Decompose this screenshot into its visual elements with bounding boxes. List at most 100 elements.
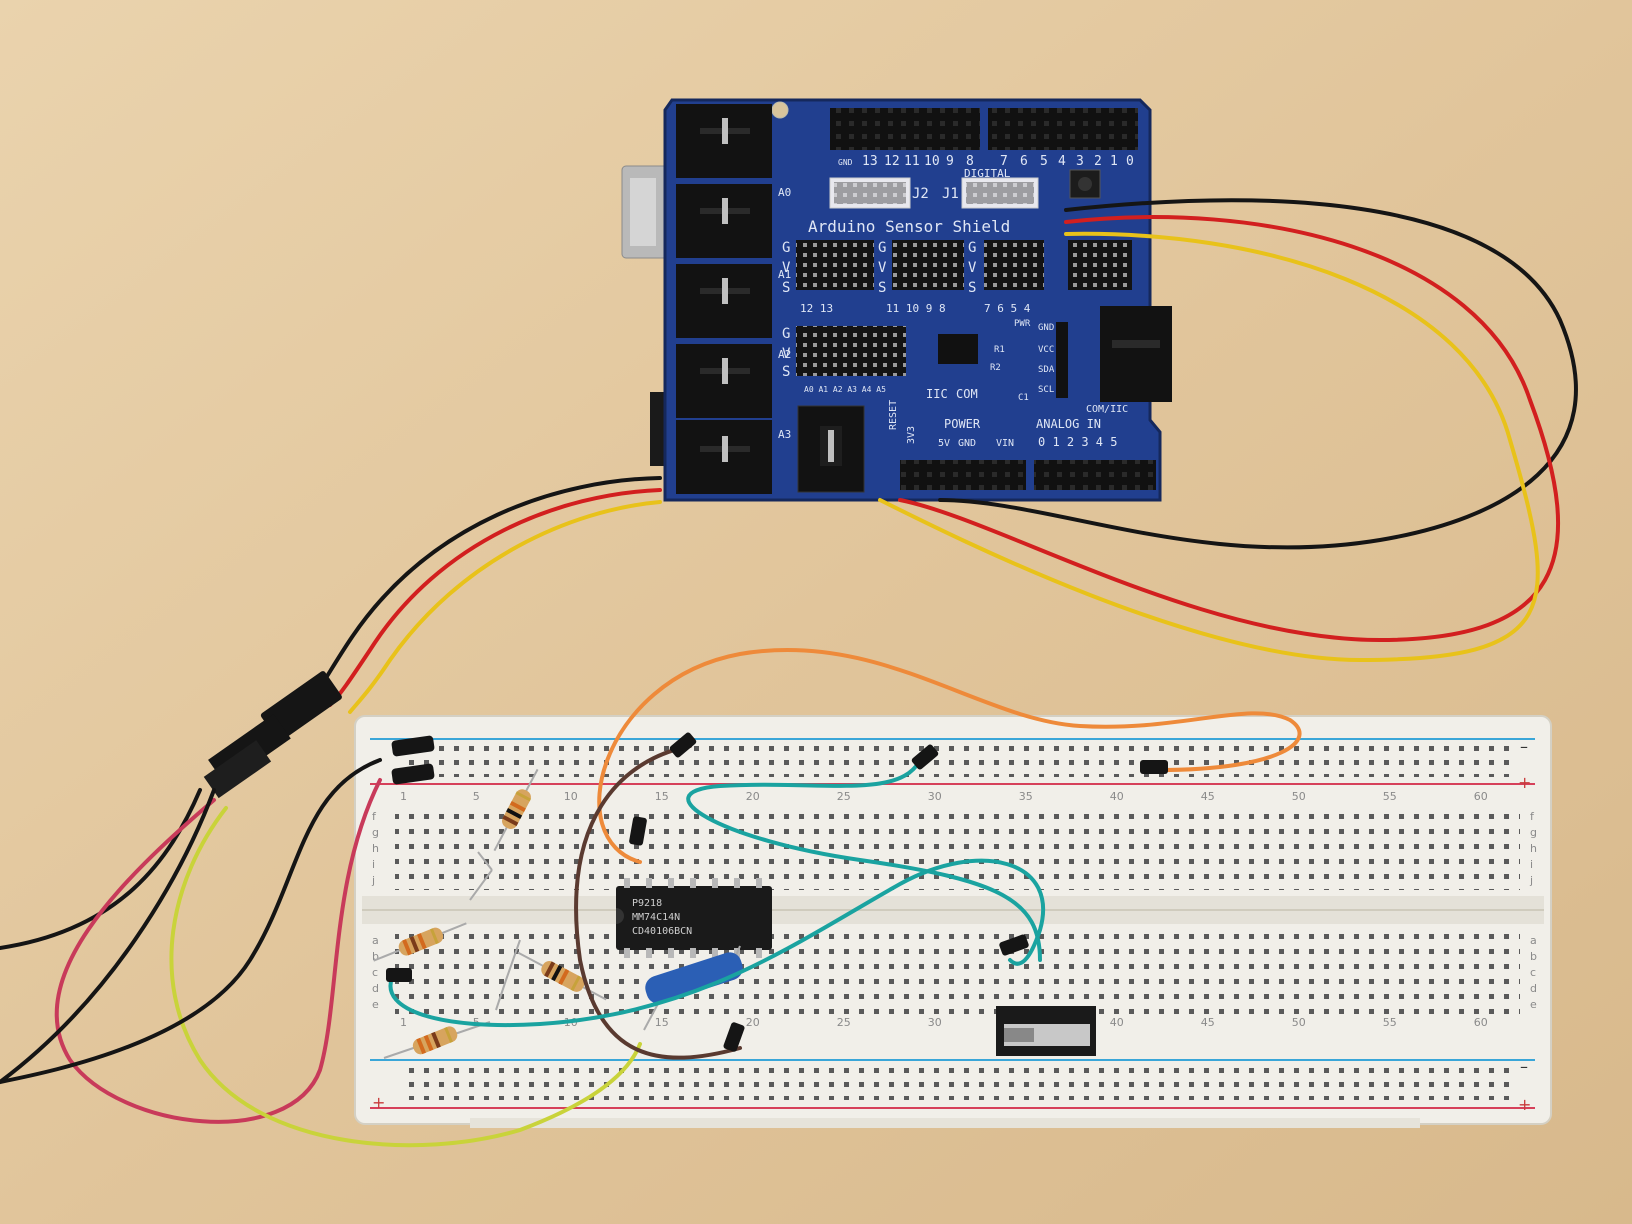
label-d11: 11 — [904, 154, 920, 169]
row-letter: a — [1530, 934, 1537, 947]
label-d0: 0 — [1126, 154, 1134, 169]
label-d1: 1 — [1110, 154, 1118, 169]
label-a0: A0 — [778, 186, 791, 199]
label-row-low: 12 13 — [800, 302, 833, 315]
rail-plus-bottom: + — [372, 1093, 385, 1112]
svg-text:G: G — [782, 240, 790, 256]
column-number: 15 — [655, 1016, 669, 1029]
label-vin: VIN — [996, 438, 1014, 449]
label-c1: C1 — [1018, 393, 1029, 403]
row-letter: e — [372, 998, 379, 1011]
row-letter: f — [1530, 810, 1535, 823]
label-com-iic: COM/IIC — [1086, 404, 1128, 415]
label-gnd-power: GND — [958, 438, 976, 449]
svg-text:V: V — [878, 260, 887, 276]
digital-header-left — [830, 108, 980, 150]
chip-line3: CD40106BCN — [632, 926, 692, 937]
label-5v: 5V — [938, 438, 950, 449]
com-iic-connector — [1100, 306, 1172, 402]
row-letter: c — [372, 966, 378, 979]
resistors — [373, 768, 607, 1059]
row-letter: c — [1530, 966, 1536, 979]
svg-text:S: S — [878, 280, 886, 296]
label-d9: 9 — [946, 154, 954, 169]
row-letter: g — [1530, 826, 1537, 839]
label-d8: 8 — [966, 154, 974, 169]
label-pwr: PWR — [1014, 319, 1031, 329]
svg-text:V: V — [782, 260, 791, 276]
label-power: POWER — [944, 417, 981, 431]
row-letter: f — [372, 810, 377, 823]
column-number: 30 — [928, 790, 942, 803]
row-letter: d — [372, 982, 379, 995]
label-a3: A3 — [778, 428, 791, 441]
row-letter: e — [1530, 998, 1537, 1011]
wire-brown — [574, 744, 742, 1060]
column-number: 55 — [1383, 790, 1397, 803]
row-letter: i — [1530, 858, 1533, 871]
shield-title: Arduino Sensor Shield — [808, 217, 1010, 236]
wire-yellow-left — [348, 500, 662, 714]
rail-minus-top: – — [1520, 737, 1528, 756]
row-letter: a — [372, 934, 379, 947]
svg-text:S: S — [968, 280, 976, 296]
label-digital: DIGITAL — [964, 167, 1011, 180]
column-number: 1 — [400, 790, 407, 803]
row-letter: j — [1529, 874, 1533, 887]
label-iic: IIC — [926, 387, 948, 401]
column-number: 45 — [1201, 1016, 1215, 1029]
label-3v3: 3V3 — [906, 426, 917, 444]
label-row-high: 7 6 5 4 — [984, 302, 1031, 315]
label-gnd: GND — [838, 158, 853, 167]
row-letter: g — [372, 826, 379, 839]
label-sda: SDA — [1038, 365, 1055, 375]
label-d2: 2 — [1094, 154, 1102, 169]
slide-switch — [996, 1006, 1096, 1056]
label-scl: SCL — [1038, 385, 1054, 395]
column-number: 50 — [1292, 790, 1306, 803]
column-number: 20 — [746, 790, 760, 803]
row-letter: b — [372, 950, 379, 963]
analog-header — [1034, 460, 1156, 490]
wires — [0, 198, 1578, 1148]
wire-black-top — [938, 198, 1578, 550]
label-vcc: VCC — [1038, 345, 1054, 355]
label-d10: 10 — [924, 154, 940, 169]
wire-red-left — [328, 488, 662, 707]
column-number: 25 — [837, 1016, 851, 1029]
svg-text:V: V — [782, 346, 791, 362]
wire-black-to-board — [0, 758, 382, 1084]
label-d12: 12 — [884, 154, 900, 169]
chip-line2: MM74C14N — [632, 912, 680, 923]
column-number: 60 — [1474, 1016, 1488, 1029]
label-row-mid: 11 10 9 8 — [886, 302, 946, 315]
gvs-blocks: G V S G V S G V S G V S 12 13 11 10 9 8 … — [782, 240, 1132, 380]
label-analog-nums: 0 1 2 3 4 5 — [1038, 435, 1117, 449]
wire-teal-1 — [686, 758, 1042, 962]
rail-plus-bottom-right: + — [1518, 1095, 1531, 1114]
wire-orange — [597, 648, 1302, 864]
row-letter: d — [1530, 982, 1537, 995]
rail-minus-bottom: – — [1520, 1057, 1528, 1076]
column-number: 25 — [837, 790, 851, 803]
chip-line1: P9218 — [632, 898, 662, 909]
column-number: 60 — [1474, 790, 1488, 803]
row-letter: b — [1530, 950, 1537, 963]
column-number: 5 — [473, 790, 480, 803]
column-number: 1 — [400, 1016, 407, 1029]
column-number: 10 — [564, 790, 578, 803]
label-d6: 6 — [1020, 154, 1028, 169]
mounting-hole — [771, 101, 789, 119]
label-a2: A2 — [778, 348, 791, 361]
wire-pink-lower — [54, 778, 382, 1124]
row-letter: h — [372, 842, 379, 855]
label-d13: 13 — [862, 154, 878, 169]
column-number: 45 — [1201, 790, 1215, 803]
left-connectors: A0 A1 A2 A3 — [676, 104, 791, 494]
row-letter: i — [372, 858, 375, 871]
label-a1: A1 — [778, 268, 791, 281]
label-j2: J2 — [912, 186, 929, 202]
